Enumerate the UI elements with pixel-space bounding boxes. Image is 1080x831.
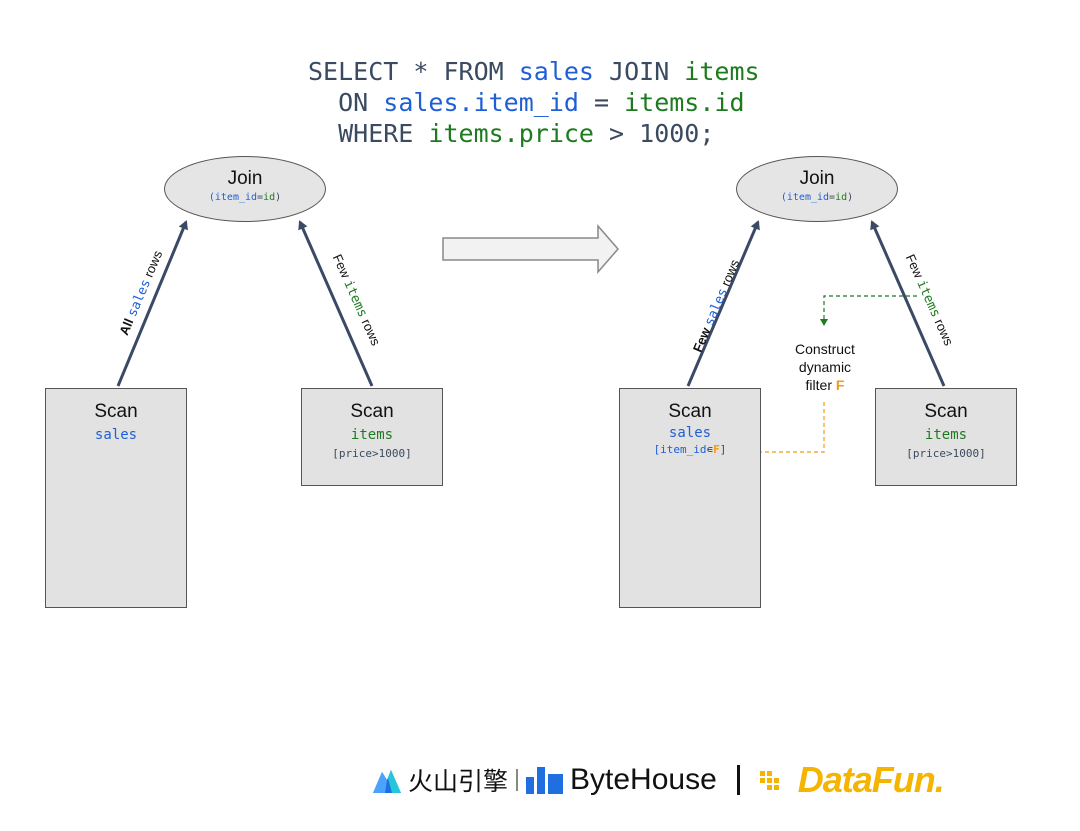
datafun-logo-text: DataFun. bbox=[797, 759, 945, 800]
logo-divider bbox=[736, 765, 740, 795]
join-condition: (item_id=id) bbox=[208, 192, 282, 203]
join-condition: (item_id=id) bbox=[780, 192, 854, 203]
scan-table: items bbox=[350, 427, 394, 443]
scan-title: Scan bbox=[668, 401, 712, 422]
logo-divider bbox=[516, 769, 519, 791]
scan-table: sales bbox=[94, 427, 138, 443]
scan-title: Scan bbox=[924, 401, 968, 422]
scan-filter: [price>1000] bbox=[332, 447, 412, 460]
scan-table: items bbox=[924, 427, 968, 443]
sql-line-2: ON sales.item_id = items.id bbox=[308, 88, 745, 117]
join-title: Join bbox=[227, 168, 263, 189]
sql-line-1: SELECT * FROM sales JOIN items bbox=[308, 57, 760, 86]
dashed-green-arrow bbox=[820, 295, 917, 326]
volcano-engine-logo-text: 火山引擎 bbox=[408, 768, 509, 796]
footer-logos: 火山引擎 ByteHouse DataFun. bbox=[372, 759, 945, 800]
bytehouse-logo-icon bbox=[526, 767, 564, 794]
scan-filter: [price>1000] bbox=[906, 447, 986, 460]
right-scan-sales: Scan sales [item_id∊F] bbox=[619, 388, 761, 608]
edge-left-items-to-join bbox=[298, 220, 374, 387]
left-scan-items: Scan items [price>1000] bbox=[301, 388, 443, 486]
transform-arrow bbox=[442, 223, 619, 275]
scan-filter: [item_id∊F] bbox=[653, 443, 727, 456]
sql-query: SELECT * FROM sales JOIN items ON sales.… bbox=[308, 56, 760, 149]
right-join-node: Join (item_id=id) bbox=[736, 156, 898, 222]
edge-right-items-to-join bbox=[870, 220, 946, 387]
scan-table: sales bbox=[668, 425, 712, 441]
left-scan-sales: Scan sales bbox=[45, 388, 187, 608]
volcano-engine-logo-icon bbox=[373, 770, 401, 793]
dashed-orange-arrow bbox=[739, 402, 825, 456]
edge-left-sales-to-join bbox=[116, 220, 188, 387]
right-scan-items: Scan items [price>1000] bbox=[875, 388, 1017, 486]
construct-dynamic-filter-note: Construct dynamic filter F bbox=[795, 341, 855, 393]
sql-line-3: WHERE items.price > 1000; bbox=[308, 119, 715, 148]
datafun-logo-icon bbox=[759, 771, 779, 790]
scan-title: Scan bbox=[94, 401, 138, 422]
bytehouse-logo-text: ByteHouse bbox=[570, 763, 717, 796]
edge-right-sales-to-join bbox=[686, 220, 760, 387]
join-title: Join bbox=[799, 168, 835, 189]
left-join-node: Join (item_id=id) bbox=[164, 156, 326, 222]
scan-title: Scan bbox=[350, 401, 394, 422]
